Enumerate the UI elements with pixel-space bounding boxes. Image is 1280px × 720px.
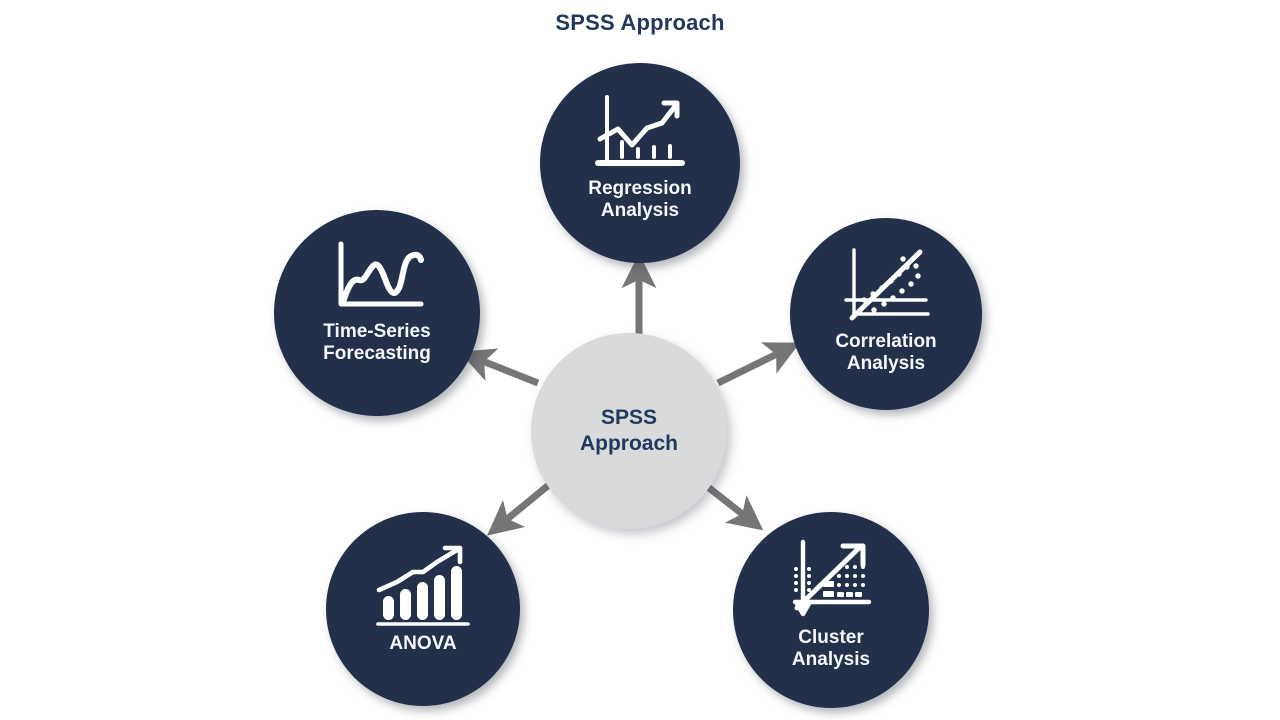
bar-chart-growth-icon xyxy=(373,544,473,633)
arrow-to-time-series xyxy=(459,348,540,387)
node-correlation-analysis-label: Correlation Analysis xyxy=(835,331,937,375)
node-time-series-forecasting-label: Time-Series Forecasting xyxy=(323,321,431,365)
page-title: SPSS Approach xyxy=(555,10,725,35)
node-cluster-analysis[interactable]: Cluster Analysis xyxy=(733,512,929,708)
cluster-grid-arrow-icon xyxy=(783,536,879,627)
node-anova[interactable]: ANOVA xyxy=(326,512,520,706)
node-regression-analysis-label: Regression Analysis xyxy=(588,178,692,222)
node-cluster-analysis-label: Cluster Analysis xyxy=(791,627,871,671)
arrow-to-correlation xyxy=(716,342,801,387)
node-time-series-forecasting[interactable]: Time-Series Forecasting xyxy=(274,210,480,416)
node-regression-analysis[interactable]: Regression Analysis xyxy=(540,63,740,263)
wave-line-chart-icon xyxy=(327,240,427,321)
node-correlation-analysis[interactable]: Correlation Analysis xyxy=(790,218,982,410)
scatter-plot-correlation-icon xyxy=(840,246,932,331)
node-anova-label: ANOVA xyxy=(389,633,457,654)
line-chart-trend-up-icon xyxy=(592,91,688,178)
center-node-spss-approach[interactable]: SPSS Approach xyxy=(531,333,727,529)
center-node-label: SPSS Approach xyxy=(579,406,678,455)
